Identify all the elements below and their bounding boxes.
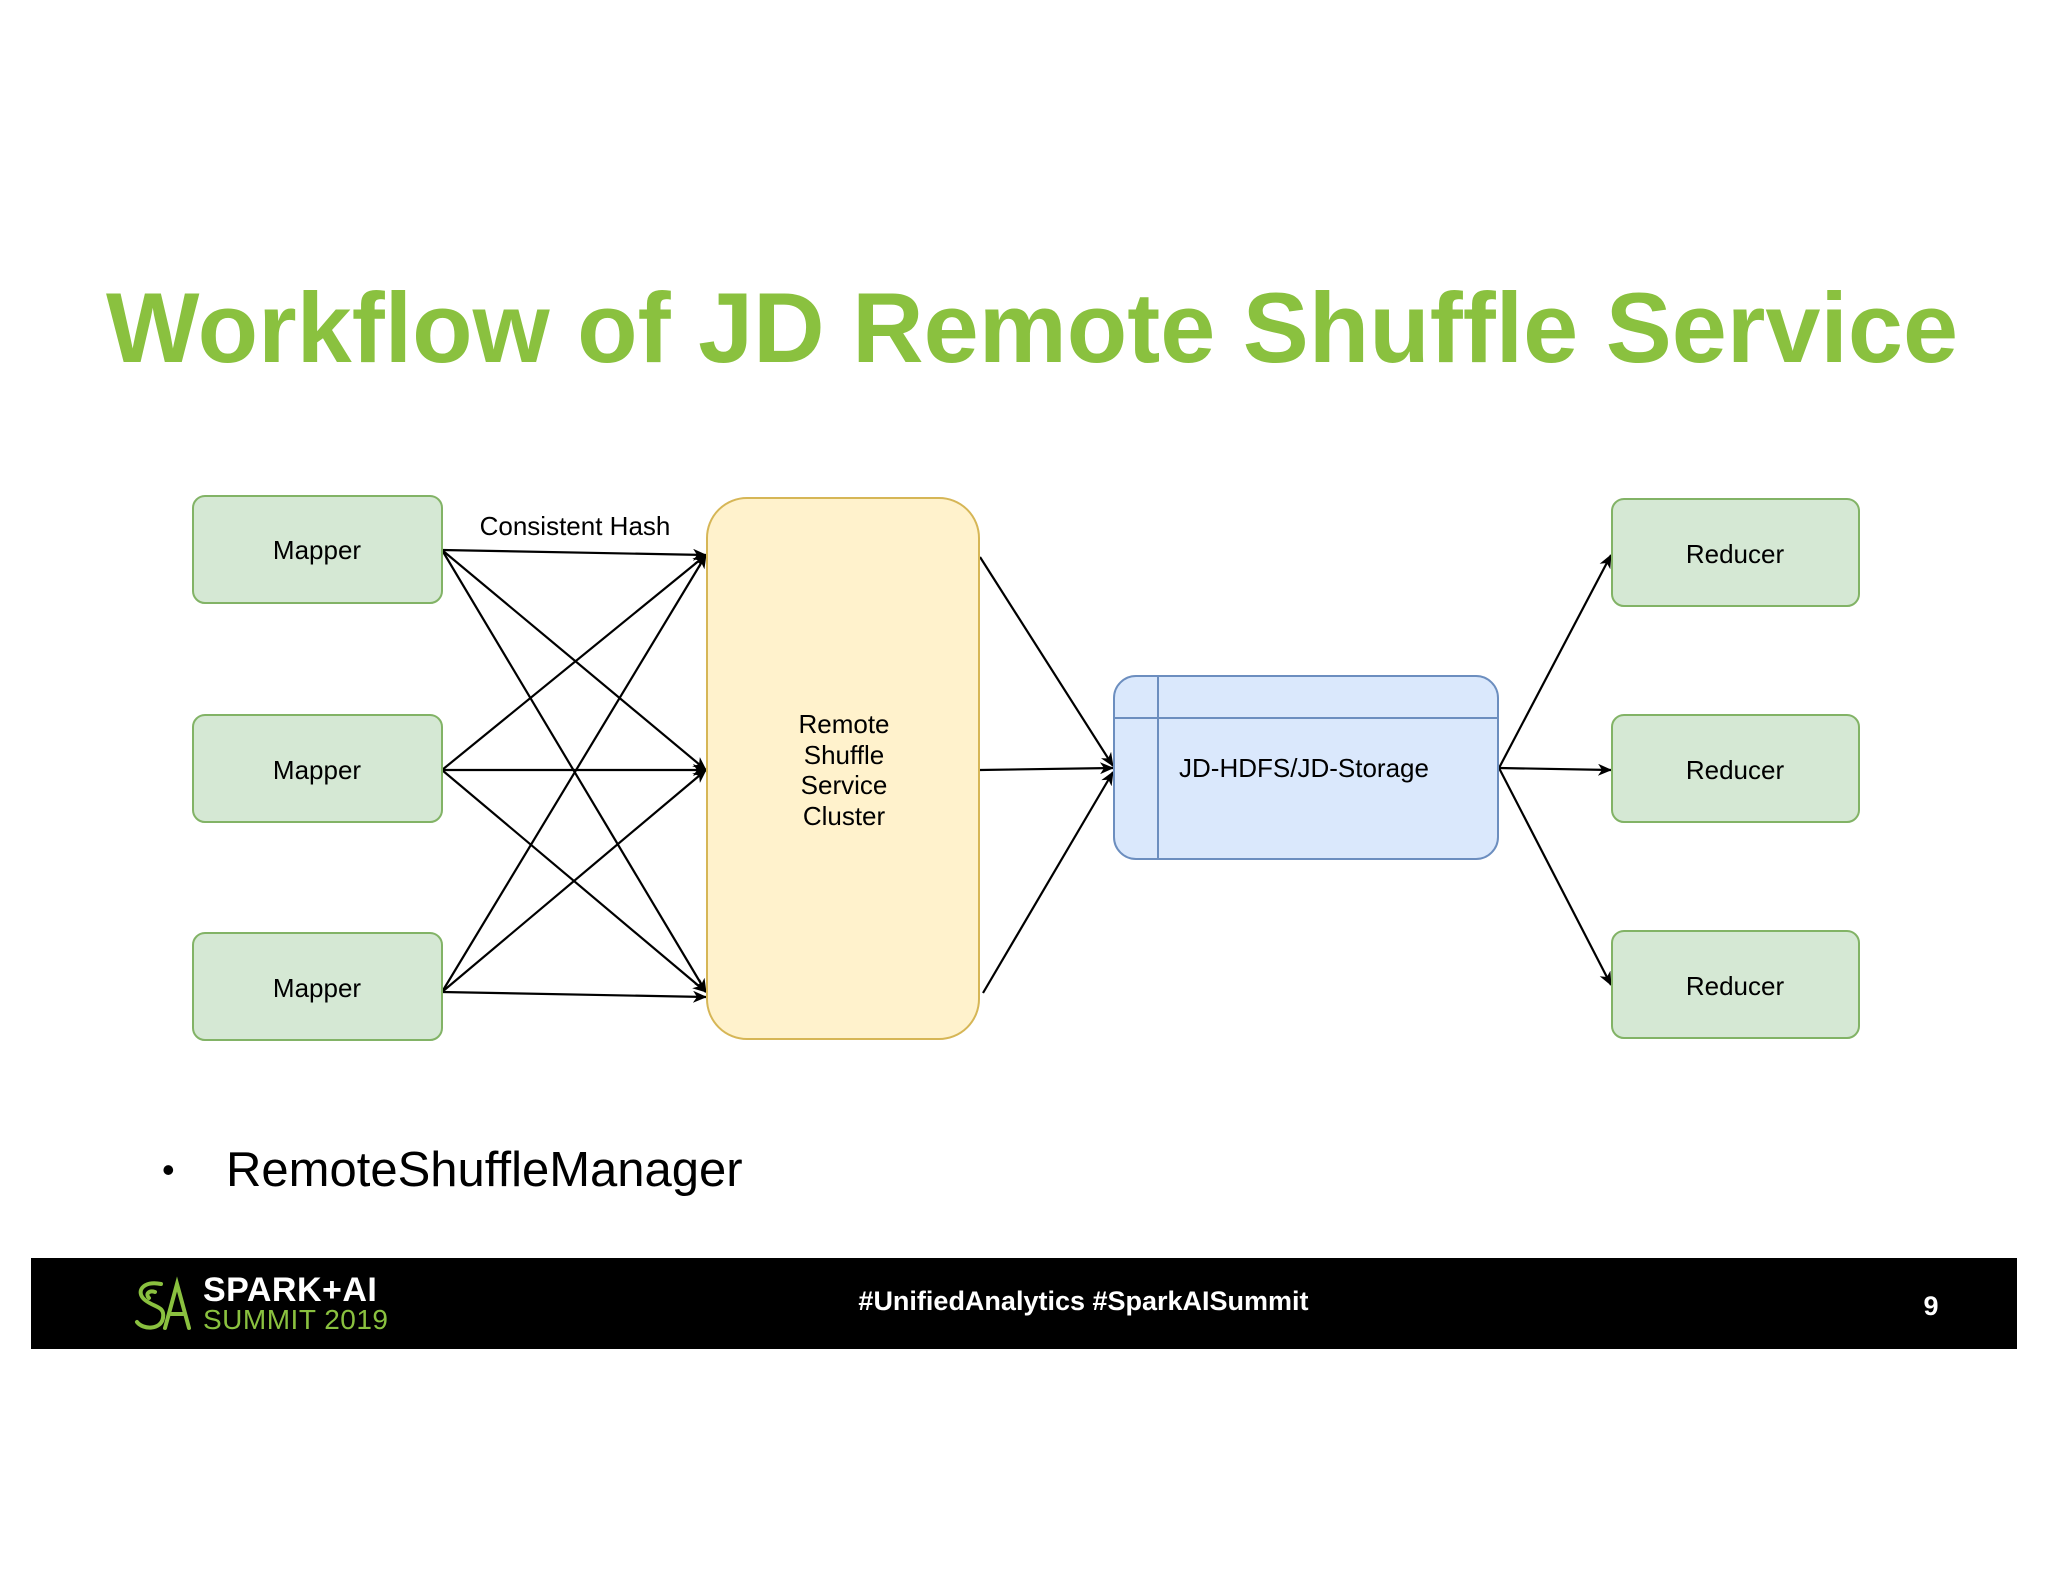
- cluster-label-line: Shuffle: [804, 740, 884, 770]
- mapper-label: Mapper: [273, 755, 361, 785]
- footer-hashtags: #UnifiedAnalytics #SparkAISummit: [858, 1286, 1309, 1316]
- spark-ai-summit-logo: SPARK+AI SUMMIT 2019: [131, 1272, 451, 1336]
- mapper-node: Mapper: [192, 932, 443, 1041]
- edge-cluster-storage-mid: [979, 762, 1114, 775]
- footer-bar: SPARK+AI SUMMIT 2019 #UnifiedAnalytics #…: [31, 1258, 2017, 1349]
- mapper-node: Mapper: [192, 495, 443, 604]
- edge-storage-reducer1: [1498, 554, 1612, 769]
- edge-cluster-storage-bottom: [982, 771, 1114, 994]
- mapper-to-cluster-edges: [441, 548, 707, 1003]
- edge-mapper3-cluster-mid: [441, 769, 707, 993]
- remote-shuffle-service-cluster: Remote Shuffle Service Cluster: [706, 497, 980, 1040]
- storage-node: JD-HDFS/JD-Storage: [1113, 675, 1499, 860]
- storage-label: JD-HDFS/JD-Storage: [1179, 753, 1429, 783]
- logo-wordmark: SPARK+AI: [203, 1271, 378, 1309]
- slide-title: Workflow of JD Remote Shuffle Service: [106, 272, 1959, 383]
- bullet-item: • RemoteShuffleManager: [162, 1135, 743, 1205]
- reducer-node: Reducer: [1611, 498, 1860, 607]
- logo-subtitle: SUMMIT 2019: [203, 1304, 389, 1335]
- mapper-label: Mapper: [273, 535, 361, 565]
- mapper-node: Mapper: [192, 714, 443, 823]
- reducer-node: Reducer: [1611, 930, 1860, 1039]
- edge-mapper3-cluster-top: [441, 554, 707, 993]
- bullet-text: RemoteShuffleManager: [226, 1143, 743, 1197]
- edge-mapper1-cluster-mid: [441, 549, 707, 771]
- mapper-label: Mapper: [273, 973, 361, 1003]
- edge-storage-reducer2: [1498, 763, 1612, 776]
- cluster-to-storage-edges: [979, 556, 1114, 994]
- reducer-node: Reducer: [1611, 714, 1860, 823]
- edge-storage-reducer3: [1498, 767, 1612, 986]
- edge-mapper3-cluster-bottom: [441, 990, 707, 1003]
- edge-mapper1-cluster-top: [441, 548, 707, 561]
- cluster-label-line: Cluster: [803, 801, 886, 831]
- bullet-dot: •: [162, 1149, 175, 1190]
- storage-to-reducer-edges: [1498, 554, 1612, 986]
- edge-mapper2-cluster-top: [441, 554, 707, 771]
- reducer-label: Reducer: [1686, 539, 1785, 569]
- spark-ai-logo-icon: [135, 1276, 191, 1330]
- edge-label-consistent-hash: Consistent Hash: [480, 511, 671, 541]
- page-number: 9: [1923, 1291, 1939, 1321]
- cluster-label-line: Remote: [798, 709, 889, 739]
- reducer-label: Reducer: [1686, 971, 1785, 1001]
- cluster-label-line: Service: [801, 770, 888, 800]
- reducer-label: Reducer: [1686, 755, 1785, 785]
- edge-cluster-storage-top: [979, 556, 1114, 767]
